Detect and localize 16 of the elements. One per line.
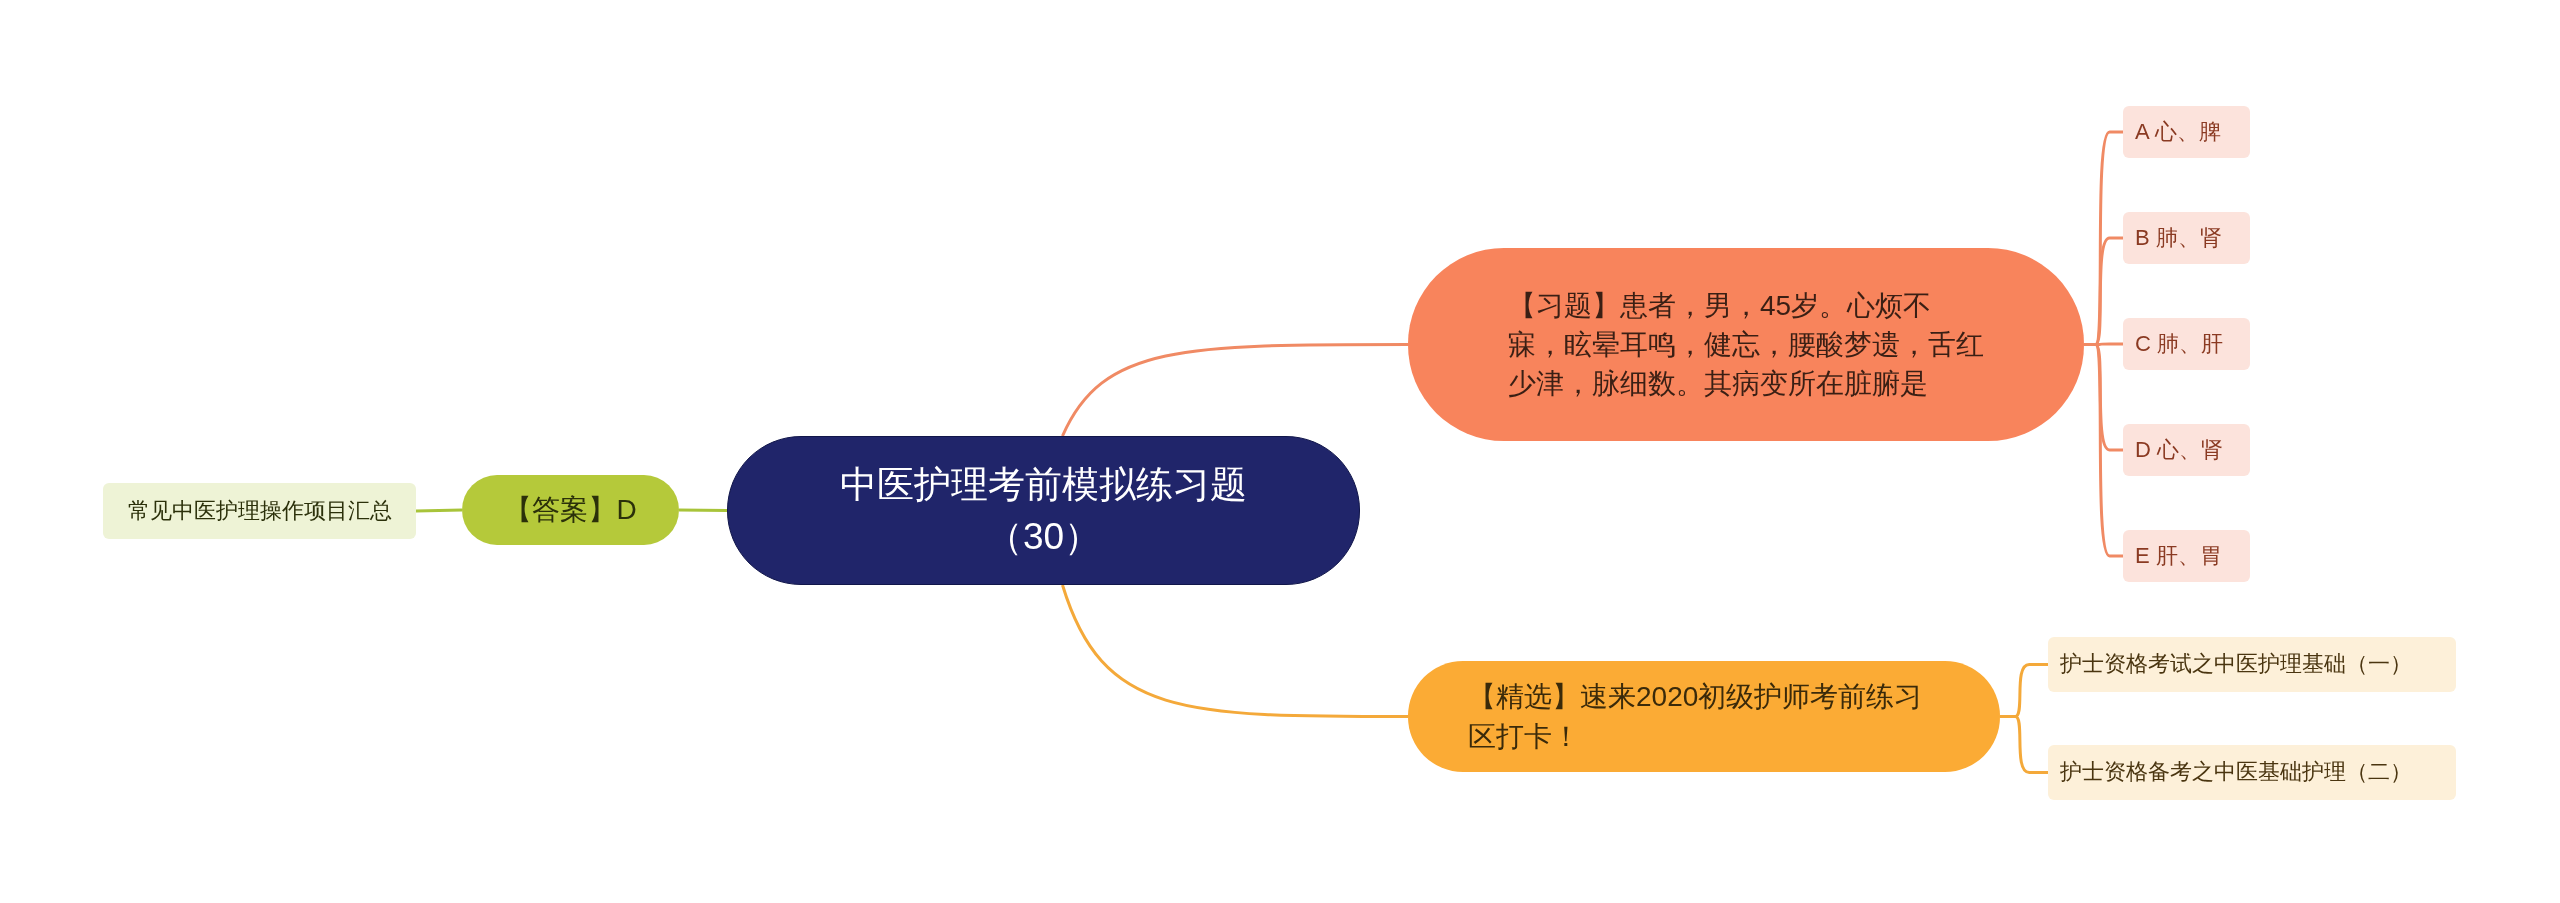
topic-box: 中医护理考前模拟练习题（30） [727, 436, 1360, 585]
topic-box-small: 护士资格考试之中医护理基础（一） [2048, 637, 2456, 692]
option-box: C 肺、肝 [2123, 318, 2250, 370]
connector-line [415, 508, 463, 513]
answer-box: 【答案】D [462, 475, 679, 545]
connector-line [1061, 584, 1408, 718]
connector-line [679, 508, 727, 512]
topic-box-small: 护士资格备考之中医基础护理（二） [2048, 745, 2456, 800]
question-box: 【习题】患者，男，45岁。心烦不寐，眩晕耳鸣，健忘，腰酸梦遗，舌红少津，脉细数。其病变所在脏腑是 [1408, 248, 2084, 441]
featured-box: 【精选】速来2020初级护师考前练习区打卡！ [1408, 661, 2000, 772]
option-box: B 肺、肾 [2123, 212, 2250, 264]
connector-line [1061, 343, 1408, 437]
option-box: E 肝、胃 [2123, 530, 2250, 582]
option-box: D 心、肾 [2123, 424, 2250, 476]
note-box: 常见中医护理操作项目汇总 [103, 483, 416, 539]
option-box: A 心、脾 [2123, 106, 2250, 158]
